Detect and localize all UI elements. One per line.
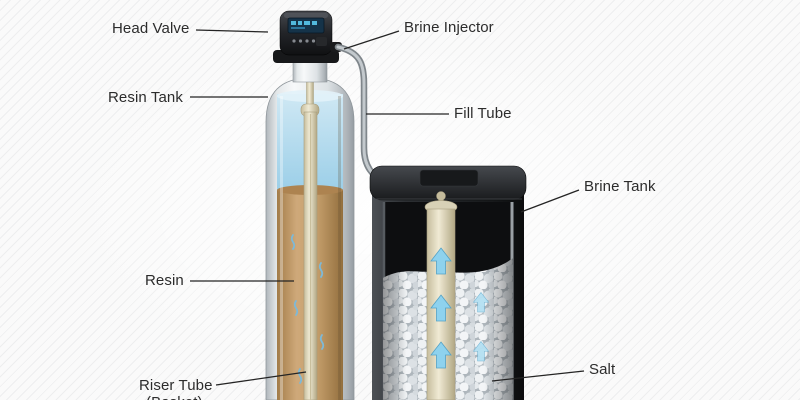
label-fill-tube: Fill Tube xyxy=(454,105,512,122)
valve-display xyxy=(287,17,325,34)
label-resin-tank: Resin Tank xyxy=(108,89,183,106)
leader-lines xyxy=(190,29,585,386)
leader-line-salt xyxy=(491,370,585,382)
label-riser-tube: Riser Tube xyxy=(139,377,213,394)
leader-line-brine-tank xyxy=(520,189,580,213)
leader-line-brine-injector xyxy=(343,30,400,50)
glass-highlight xyxy=(280,96,283,400)
resin-tank-graphic xyxy=(265,55,355,400)
label-resin: Resin xyxy=(145,272,184,289)
label-brine-tank: Brine Tank xyxy=(584,178,656,195)
label-salt: Salt xyxy=(589,361,616,378)
valve-buttons xyxy=(292,39,316,43)
glass-shadow xyxy=(338,96,341,400)
leader-line-head-valve xyxy=(195,29,269,33)
label-head-valve: Head Valve xyxy=(112,20,190,37)
label-riser-tube-basket: (Basket) xyxy=(146,394,203,400)
head-valve-graphic xyxy=(273,10,342,63)
leader-line-riser-tube xyxy=(215,371,307,386)
label-brine-injector: Brine Injector xyxy=(404,19,494,36)
brine-tank-graphic xyxy=(369,165,527,400)
brine-tank-lid-recess xyxy=(419,169,479,187)
valve-display-digits xyxy=(291,21,317,29)
riser-tube-graphic xyxy=(300,57,320,400)
